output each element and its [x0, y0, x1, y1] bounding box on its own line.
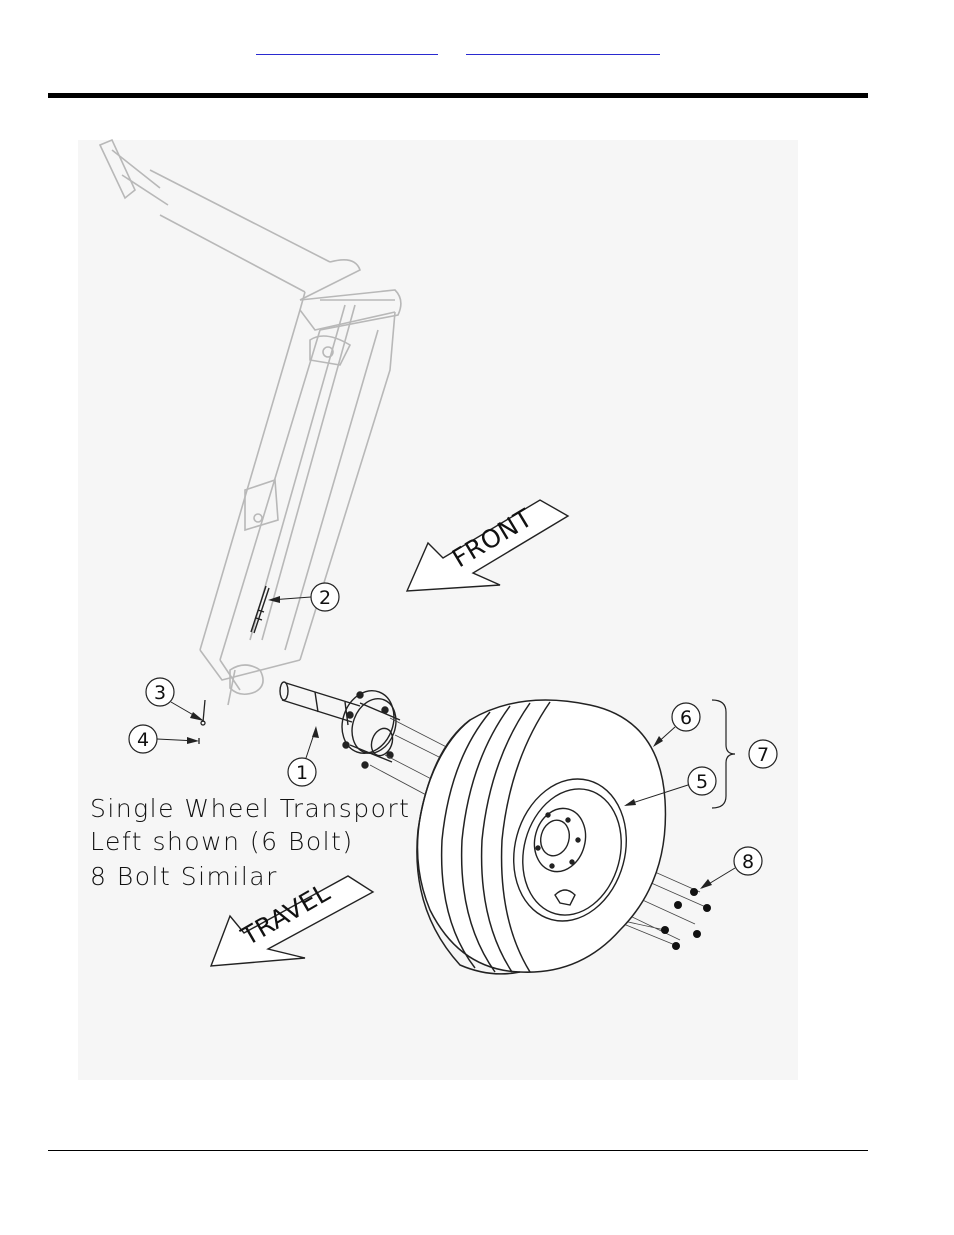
svg-text:7: 7	[757, 744, 769, 766]
svg-text:6: 6	[680, 707, 692, 729]
caption-line-2: Left shown (6 Bolt)	[90, 827, 354, 856]
caption-line-3: 8 Bolt Similar	[90, 862, 278, 891]
svg-text:2: 2	[319, 587, 331, 609]
caption-line-1: Single Wheel Transport	[90, 794, 410, 823]
svg-text:5: 5	[696, 771, 708, 793]
svg-text:8: 8	[742, 851, 754, 873]
footer-rule	[48, 1150, 868, 1151]
svg-text:4: 4	[137, 729, 149, 751]
svg-text:1: 1	[296, 762, 308, 784]
drawing-background	[78, 140, 798, 1080]
svg-text:3: 3	[154, 682, 166, 704]
